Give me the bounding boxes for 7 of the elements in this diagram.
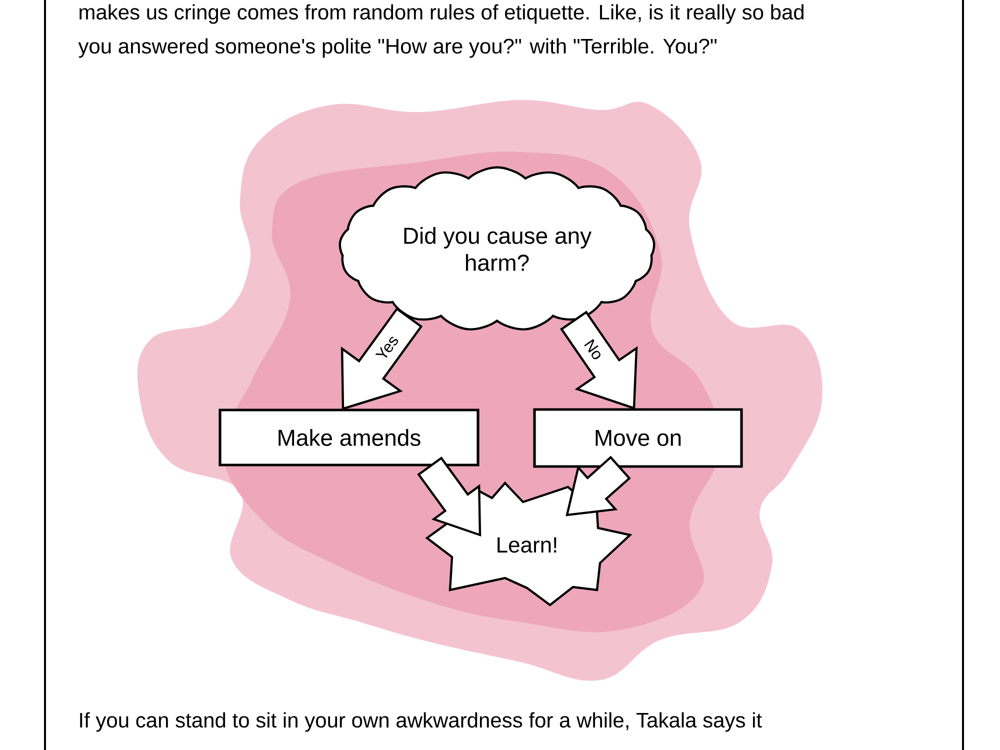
- process-box: Make amends: [218, 408, 480, 466]
- body-text: you answered someone's polite "How are you?" with "Terrible. You?": [78, 38, 716, 58]
- edge-label: Yes: [374, 332, 401, 363]
- body-text: makes us cringe comes from random rules of etiquette. Like, is it really so bad: [80, 4, 804, 24]
- process-box: Move on: [533, 408, 743, 468]
- body-text: If you can stand to sit in your own awkwardness for a while, Takala says it: [80, 712, 762, 732]
- edge-label: No: [582, 336, 606, 363]
